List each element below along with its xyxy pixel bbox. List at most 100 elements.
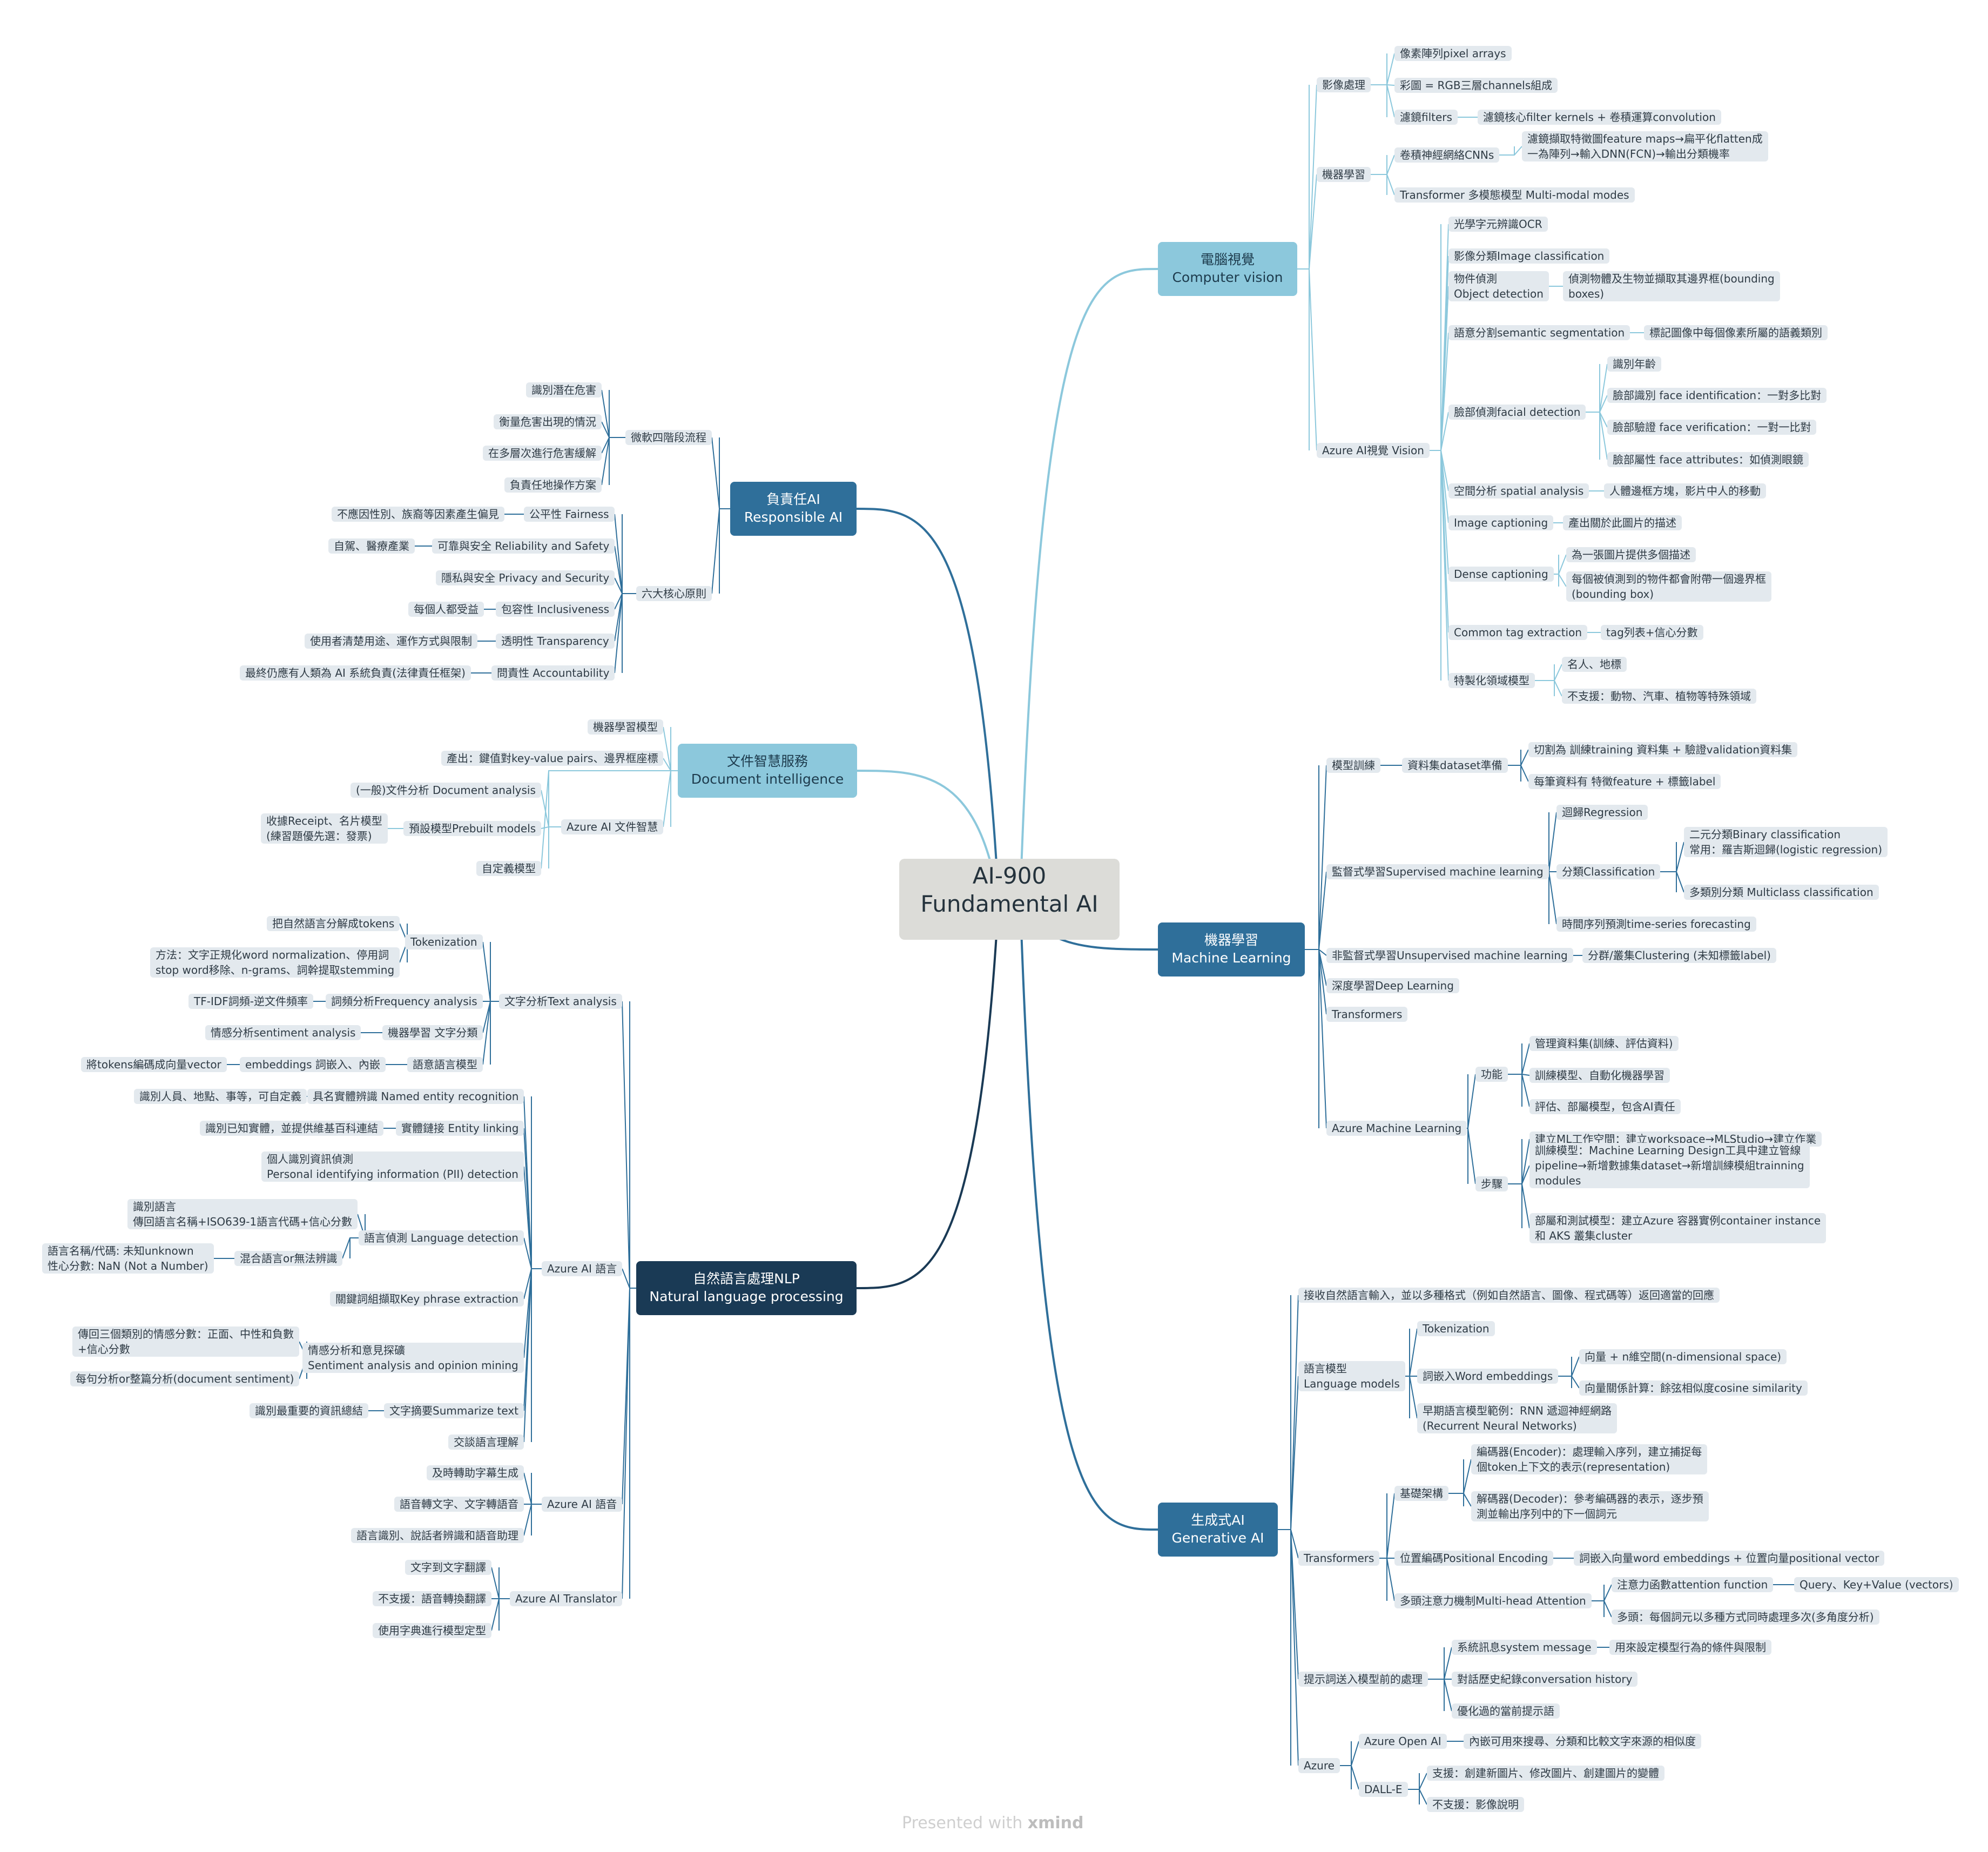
topic-公平性-fairness[interactable]: 公平性 Fairness xyxy=(524,507,615,522)
topic-不支援-影像說明[interactable]: 不支援：影像說明 xyxy=(1427,1797,1524,1812)
topic-文字到文字翻譯[interactable]: 文字到文字翻譯 xyxy=(405,1560,491,1575)
branch-resp[interactable]: 負責任AI Responsible AI xyxy=(730,482,857,536)
topic-詞嵌入word-embeddings[interactable]: 詞嵌入Word embeddings xyxy=(1417,1369,1559,1384)
topic-包容性-inclusiveness[interactable]: 包容性 Inclusiveness xyxy=(496,602,615,617)
topic-向量關係計算-餘弦相似度cosine-similarity[interactable]: 向量關係計算：餘弦相似度cosine similarity xyxy=(1579,1380,1808,1396)
topic-embeddings-詞嵌入-內嵌[interactable]: embeddings 詞嵌入、內嵌 xyxy=(240,1057,386,1072)
topic-濾鏡核心filter-kernels-卷積運算convolution[interactable]: 濾鏡核心filter kernels + 卷積運算convolution xyxy=(1478,110,1721,125)
topic-透明性-transparency[interactable]: 透明性 Transparency xyxy=(496,634,615,649)
topic-模型訓練[interactable]: 模型訓練 xyxy=(1326,758,1380,773)
topic-多頭注意力機制multi-head-attention[interactable]: 多頭注意力機制Multi-head Attention xyxy=(1394,1593,1592,1608)
topic-azure[interactable]: Azure xyxy=(1298,1758,1340,1773)
topic-時間序列預測time-series-forecasting[interactable]: 時間序列預測time-series forecasting xyxy=(1556,917,1756,932)
topic-文字摘要summarize-text[interactable]: 文字摘要Summarize text xyxy=(384,1403,524,1418)
topic-部屬和測試模型-建立azure-容器實例container-instance[interactable]: 部屬和測試模型：建立Azure 容器實例container instance 和… xyxy=(1529,1213,1827,1243)
topic-tokenization[interactable]: Tokenization xyxy=(1417,1321,1495,1336)
topic-迴歸regression[interactable]: 迴歸Regression xyxy=(1556,805,1648,820)
topic-azure-ai-語音[interactable]: Azure AI 語音 xyxy=(542,1497,623,1512)
branch-cv[interactable]: 電腦視覺 Computer vision xyxy=(1158,242,1297,296)
topic-使用字典進行模型定型[interactable]: 使用字典進行模型定型 xyxy=(373,1623,491,1638)
topic-收據receipt-名片模型[interactable]: 收據Receipt、名片模型 (練習題優先選：發票) xyxy=(261,813,388,844)
topic-情感分析sentiment-analysis[interactable]: 情感分析sentiment analysis xyxy=(205,1025,361,1040)
topic-機器學習-文字分類[interactable]: 機器學習 文字分類 xyxy=(382,1025,483,1040)
topic-交談語言理解[interactable]: 交談語言理解 xyxy=(448,1435,524,1450)
topic-azure-open-ai[interactable]: Azure Open AI xyxy=(1359,1734,1447,1749)
topic-訓練模型-自動化機器學習[interactable]: 訓練模型、自動化機器學習 xyxy=(1529,1068,1670,1083)
branch-nlp[interactable]: 自然語言處理NLP Natural language processing xyxy=(636,1261,857,1315)
topic-像素陣列pixel-arrays[interactable]: 像素陣列pixel arrays xyxy=(1394,46,1512,61)
topic-關鍵詞組擷取key-phrase-extraction[interactable]: 關鍵詞組擷取Key phrase extraction xyxy=(330,1291,524,1306)
topic-個人識別資訊偵測[interactable]: 個人識別資訊偵測 Personal identifying informatio… xyxy=(261,1151,524,1182)
topic-tf-idf詞頻-逆文件頻率[interactable]: TF-IDF詞頻-逆文件頻率 xyxy=(188,994,313,1009)
topic-濾鏡擷取特徵圖feature-maps-扁平化flatten成[interactable]: 濾鏡擷取特徵圖feature maps→扁平化flatten成 一為陣列→輸入D… xyxy=(1522,131,1768,161)
topic-機器學習模型[interactable]: 機器學習模型 xyxy=(588,719,663,735)
topic-機器學習[interactable]: 機器學習 xyxy=(1317,167,1371,182)
topic-空間分析-spatial-analysis[interactable]: 空間分析 spatial analysis xyxy=(1448,483,1589,499)
branch-doc[interactable]: 文件智慧服務 Document intelligence xyxy=(678,744,857,798)
topic-把自然語言分解成tokens[interactable]: 把自然語言分解成tokens xyxy=(267,916,400,931)
topic-管理資料集-訓練-評估資料[interactable]: 管理資料集(訓練、評估資料) xyxy=(1529,1036,1679,1051)
topic-二元分類binary-classification[interactable]: 二元分類Binary classification 常用：羅吉斯迴歸(logis… xyxy=(1684,827,1888,857)
topic-混合語言or無法辨識[interactable]: 混合語言or無法辨識 xyxy=(234,1251,343,1266)
branch-ml[interactable]: 機器學習 Machine Learning xyxy=(1158,922,1305,976)
topic-transformers[interactable]: Transformers xyxy=(1298,1551,1380,1566)
topic-內嵌可用來搜尋-分類和比較文字來源的相似度[interactable]: 內嵌可用來搜尋、分類和比較文字來源的相似度 xyxy=(1464,1734,1701,1749)
topic-向量-n維空間-n-dimensional-space[interactable]: 向量 + n維空間(n-dimensional space) xyxy=(1579,1349,1787,1364)
topic-提示詞送入模型前的處理[interactable]: 提示詞送入模型前的處理 xyxy=(1298,1672,1428,1687)
topic-彩圖-rgb三層channels組成[interactable]: 彩圖 = RGB三層channels組成 xyxy=(1394,78,1558,93)
topic-深度學習deep-learning[interactable]: 深度學習Deep Learning xyxy=(1326,978,1459,993)
topic-識別年齡[interactable]: 識別年齡 xyxy=(1607,356,1661,372)
topic-非監督式學習unsupervised-machine-learning[interactable]: 非監督式學習Unsupervised machine learning xyxy=(1326,948,1573,963)
topic-語意語言模型[interactable]: 語意語言模型 xyxy=(407,1057,483,1072)
topic-不支援-語音轉換翻譯[interactable]: 不支援：語音轉換翻譯 xyxy=(373,1591,491,1606)
topic-情感分析和意見探礦[interactable]: 情感分析和意見探礦 Sentiment analysis and opinion… xyxy=(302,1343,524,1373)
topic-影像分類image-classification[interactable]: 影像分類Image classification xyxy=(1448,248,1610,264)
topic-解碼器-decoder-參考編碼器的表示-逐步預[interactable]: 解碼器(Decoder)：參考編碼器的表示，逐步預 測並輸出序列中的下一個詞元 xyxy=(1471,1491,1709,1521)
topic-語言識別-說話者辨識和語音助理[interactable]: 語言識別、說話者辨識和語音助理 xyxy=(351,1528,524,1543)
topic-影像處理[interactable]: 影像處理 xyxy=(1317,77,1371,92)
topic-在多層次進行危害緩解[interactable]: 在多層次進行危害緩解 xyxy=(483,446,602,461)
topic-隱私與安全-privacy-and-security[interactable]: 隱私與安全 Privacy and Security xyxy=(436,570,615,585)
root-topic[interactable]: AI-900 Fundamental AI xyxy=(899,859,1120,940)
topic-每個被偵測到的物件都會附帶一個邊界框[interactable]: 每個被偵測到的物件都會附帶一個邊界框 (bounding box) xyxy=(1566,571,1771,602)
topic-切割為-訓練training-資料集-驗證validation資料集[interactable]: 切割為 訓練training 資料集 + 驗證validation資料集 xyxy=(1528,742,1798,757)
topic-詞嵌入向量word-embeddings-位置向量positional-vect[interactable]: 詞嵌入向量word embeddings + 位置向量positional ve… xyxy=(1574,1551,1885,1566)
topic-系統訊息system-message[interactable]: 系統訊息system message xyxy=(1452,1640,1597,1655)
topic-最終仍應有人類為-ai-系統負責-法律責任框架[interactable]: 最終仍應有人類為 AI 系統負責(法律責任框架) xyxy=(240,665,471,681)
topic-語音轉文字-文字轉語音[interactable]: 語音轉文字、文字轉語音 xyxy=(394,1497,524,1512)
topic-azure-ai-文件智慧[interactable]: Azure AI 文件智慧 xyxy=(561,819,664,834)
topic-多類別分類-multiclass-classification[interactable]: 多類別分類 Multiclass classification xyxy=(1684,885,1879,900)
topic-卷積神經網絡cnns[interactable]: 卷積神經網絡CNNs xyxy=(1394,147,1500,163)
topic-名人-地標[interactable]: 名人、地標 xyxy=(1562,657,1627,672)
topic-不應因性別-族裔等因素產生偏見[interactable]: 不應因性別、族裔等因素產生偏見 xyxy=(332,507,504,522)
topic-azure-ai視覺-vision[interactable]: Azure AI視覺 Vision xyxy=(1317,443,1430,458)
topic-common-tag-extraction[interactable]: Common tag extraction xyxy=(1448,625,1588,640)
topic-自駕-醫療產業[interactable]: 自駕、醫療產業 xyxy=(328,538,415,554)
topic-預設模型prebuilt-models[interactable]: 預設模型Prebuilt models xyxy=(403,821,542,836)
topic-支援-創建新圖片-修改圖片-創建圖片的變體[interactable]: 支援：創建新圖片、修改圖片、創建圖片的變體 xyxy=(1427,1766,1664,1781)
topic-負責任地操作方案[interactable]: 負責任地操作方案 xyxy=(504,477,602,493)
topic-臉部偵測facial-detection[interactable]: 臉部偵測facial detection xyxy=(1448,405,1586,420)
topic-方法-文字正規化word-normalization-停用詞[interactable]: 方法：文字正規化word normalization、停用詞 stop word… xyxy=(150,947,400,978)
topic-編碼器-encoder-處理輸入序列-建立捕捉每[interactable]: 編碼器(Encoder)：處理輸入序列，建立捕捉每 個token上下文的表示(r… xyxy=(1471,1444,1708,1474)
topic-優化過的當前提示語[interactable]: 優化過的當前提示語 xyxy=(1452,1703,1560,1719)
topic-問責性-accountability[interactable]: 問責性 Accountability xyxy=(491,665,615,681)
topic-識別語言[interactable]: 識別語言 傳回語言名稱+ISO639-1語言代碼+信心分數 xyxy=(127,1199,358,1229)
topic-實體鏈接-entity-linking[interactable]: 實體鏈接 Entity linking xyxy=(396,1121,524,1136)
topic-產出關於此圖片的描述[interactable]: 產出關於此圖片的描述 xyxy=(1563,515,1682,530)
topic-語言偵測-language-detection[interactable]: 語言偵測 Language detection xyxy=(359,1230,524,1245)
topic-dall-e[interactable]: DALL-E xyxy=(1359,1782,1408,1797)
topic-臉部屬性-face-attributes-如偵測眼鏡[interactable]: 臉部屬性 face attributes：如偵測眼鏡 xyxy=(1607,452,1809,467)
topic-分類classification[interactable]: 分類Classification xyxy=(1556,864,1661,879)
topic-物件偵測[interactable]: 物件偵測 Object detection xyxy=(1448,271,1549,301)
topic-語言模型[interactable]: 語言模型 Language models xyxy=(1298,1361,1405,1391)
topic-位置編碼positional-encoding[interactable]: 位置編碼Positional Encoding xyxy=(1394,1551,1554,1566)
topic-為一張圖片提供多個描述[interactable]: 為一張圖片提供多個描述 xyxy=(1566,547,1696,562)
topic-dense-captioning[interactable]: Dense captioning xyxy=(1448,567,1554,582)
topic-特製化領域模型[interactable]: 特製化領域模型 xyxy=(1448,673,1535,688)
topic-query-key-value-vectors[interactable]: Query、Key+Value (vectors) xyxy=(1794,1577,1959,1592)
topic-濾鏡filters[interactable]: 濾鏡filters xyxy=(1394,110,1458,125)
branch-gen[interactable]: 生成式AI Generative AI xyxy=(1158,1503,1278,1557)
topic-產出-鍵值對key-value-pairs-邊界框座標[interactable]: 產出：鍵值對key-value pairs、邊界框座標 xyxy=(441,751,664,766)
topic-用來設定模型行為的條件與限制[interactable]: 用來設定模型行為的條件與限制 xyxy=(1609,1640,1771,1655)
